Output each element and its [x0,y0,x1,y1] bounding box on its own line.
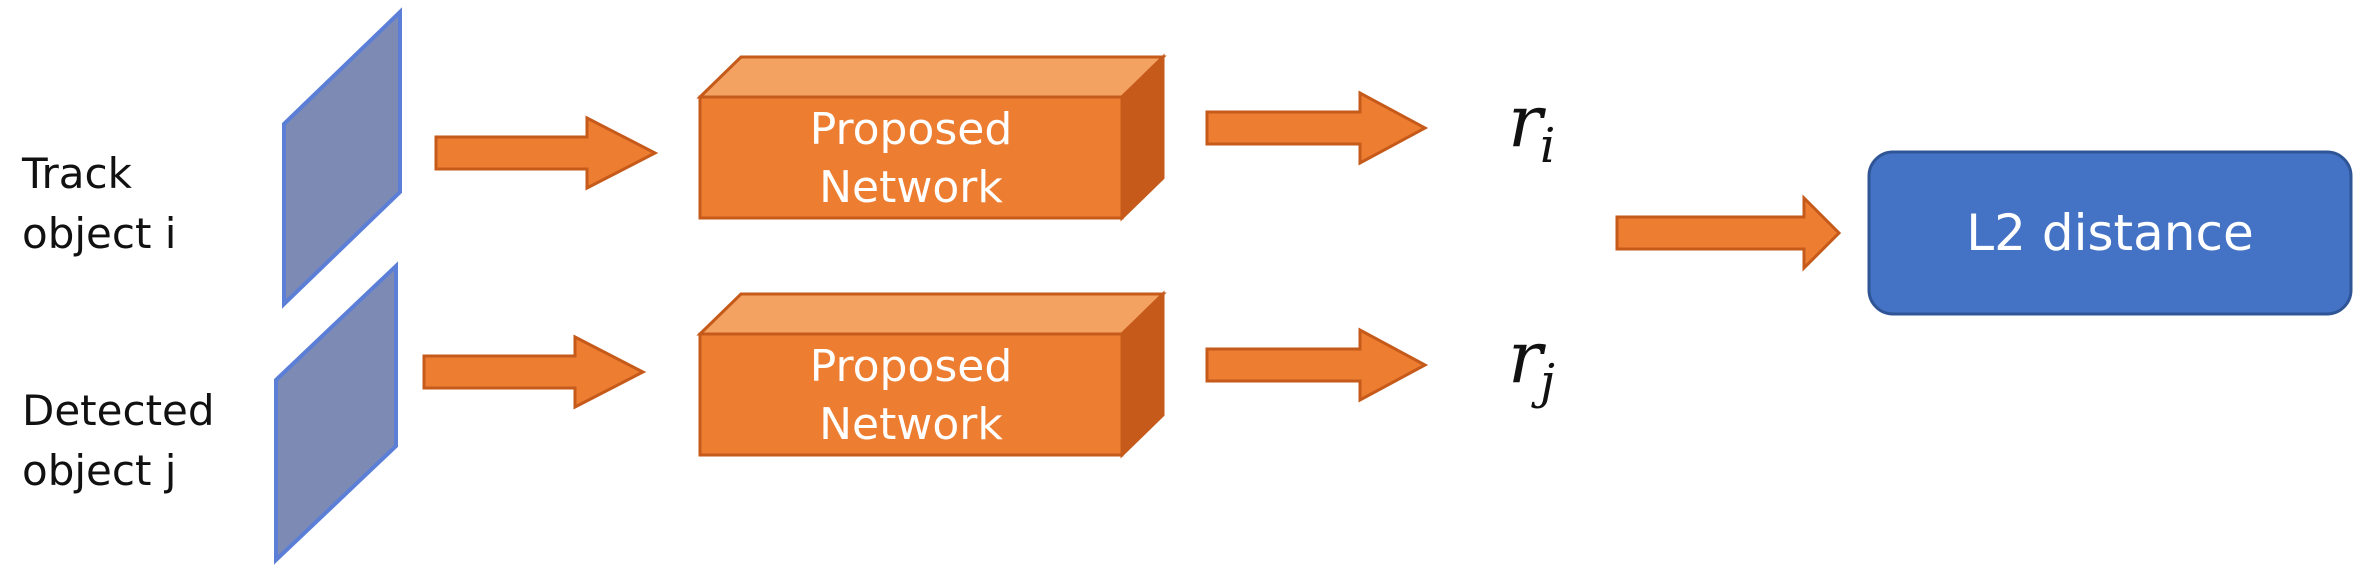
track-object-label-line2: object i [22,209,176,258]
output-rj: r j [1508,315,1555,410]
l2-distance-rect [1867,150,2353,316]
network-1-label-line2: Network [819,162,1003,213]
network-1-front-face [698,95,1124,220]
proposed-network-box-1: Proposed Network [696,53,1167,222]
arrow-outputs-to-distance [1615,194,1842,272]
detected-object-label-line2: object j [22,446,176,495]
arrow-network-2-to-rj [1205,327,1429,403]
track-image-plane [282,7,402,309]
proposed-network-box-2: Proposed Network [696,290,1167,459]
track-object-label: Track object i [21,149,176,258]
output-ri-main: r [1508,79,1546,163]
output-rj-main: r [1508,315,1546,399]
l2-distance-label: L2 distance [1966,204,2253,262]
l2-distance-box: L2 distance [1867,150,2353,316]
network-2-top-face [696,292,1167,336]
output-ri: r i [1508,79,1555,174]
detected-image-plane [274,261,398,565]
arrow-network-1-to-ri [1205,90,1429,166]
network-2-label-line1: Proposed [810,341,1013,392]
network-2-front-face [698,332,1124,457]
arrow-detected-to-network [422,334,647,410]
network-1-top-face [696,55,1167,99]
arrow-track-to-network [434,115,659,191]
detected-object-label: Detected object j [22,386,215,495]
track-object-label-line1: Track [21,149,133,198]
network-1-label-line1: Proposed [810,104,1013,155]
output-ri-subscript: i [1540,118,1555,174]
network-2-label-line2: Network [819,399,1003,450]
detected-object-label-line1: Detected [22,386,215,435]
